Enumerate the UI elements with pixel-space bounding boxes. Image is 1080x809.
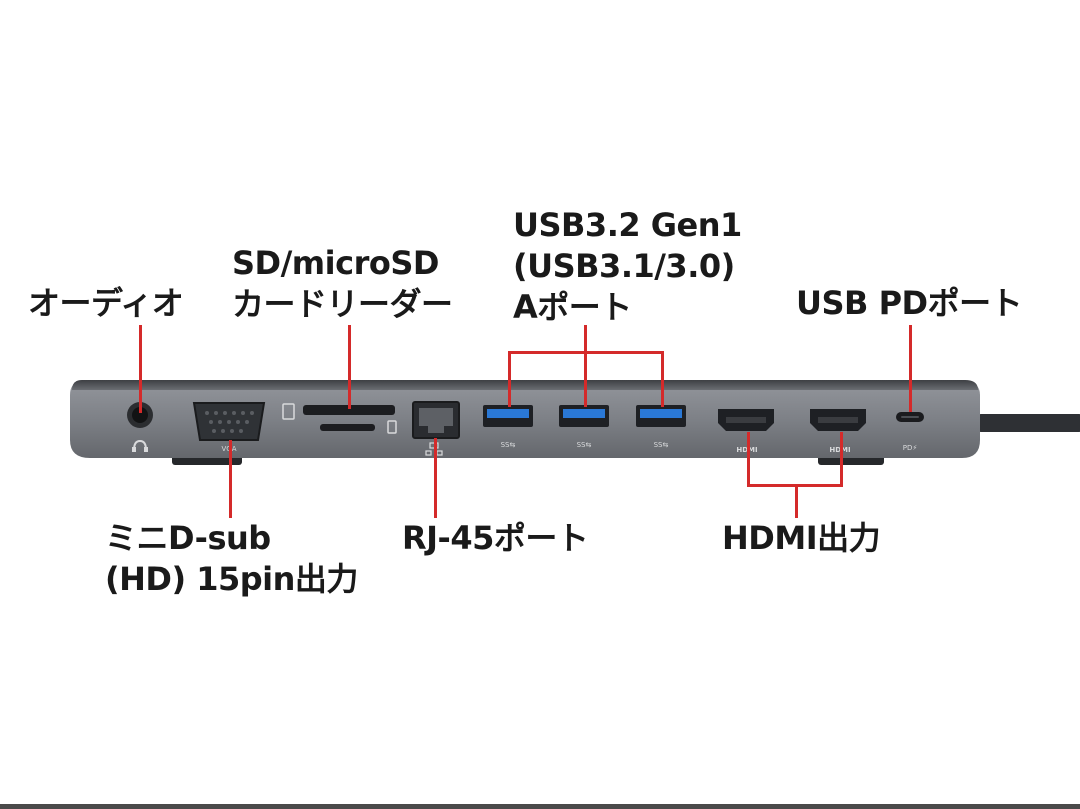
sd-card-slot — [303, 405, 395, 415]
callout-line-hdmi-stem — [795, 484, 798, 518]
callout-line-usb-3 — [661, 351, 664, 407]
bottom-border — [0, 804, 1080, 809]
label-hdmi-line1: HDMI出力 — [722, 519, 881, 557]
callout-line-card-reader — [348, 325, 351, 409]
callout-line-vga — [229, 440, 232, 518]
callout-line-usb-pd — [909, 325, 912, 412]
sd-card-icon — [282, 403, 295, 420]
usb-a-port-2-marking: SS⇆ — [577, 441, 592, 449]
usb-c-pd-port — [896, 412, 924, 422]
label-rj45-line1: RJ-45ポート — [402, 519, 589, 557]
headphone-icon — [132, 439, 148, 452]
callout-line-hdmi-1 — [747, 432, 750, 486]
audio-jack — [127, 402, 153, 428]
label-card-reader: SD/microSD カードリーダー — [232, 243, 453, 325]
label-usb-a-line2: (USB3.1/3.0) — [513, 247, 735, 285]
hdmi-port-1 — [718, 409, 774, 431]
usb-a-port-2 — [559, 405, 609, 427]
label-rj45: RJ-45ポート — [402, 518, 589, 559]
callout-line-rj45 — [434, 438, 437, 518]
usb-c-pd-marking: PD⚡ — [903, 444, 918, 452]
callout-line-usb-2 — [584, 351, 587, 407]
label-usb-a-line1: USB3.2 Gen1 — [513, 206, 742, 244]
rj45-port — [412, 401, 460, 439]
label-card-reader-line2: カードリーダー — [232, 285, 453, 323]
hub-top-edge — [72, 380, 978, 390]
microsd-card-slot — [320, 424, 375, 431]
label-usb-a-line3: Aポート — [513, 288, 632, 326]
usb-a-port-1-marking: SS⇆ — [501, 441, 516, 449]
label-audio: オーディオ — [28, 283, 184, 324]
label-usb-a: USB3.2 Gen1 (USB3.1/3.0) Aポート — [513, 205, 742, 328]
callout-line-audio — [139, 325, 142, 413]
label-hdmi: HDMI出力 — [722, 518, 881, 559]
callout-line-usb-1 — [508, 351, 511, 407]
label-usb-pd: USB PDポート — [796, 283, 1023, 324]
hdmi-port-2 — [810, 409, 866, 431]
label-usb-pd-line1: USB PDポート — [796, 284, 1023, 322]
usb-a-port-1 — [483, 405, 533, 427]
label-audio-line1: オーディオ — [28, 284, 184, 322]
callout-line-usb-stem — [584, 325, 587, 352]
usb-cable — [975, 414, 1080, 432]
label-vga: ミニD-sub (HD) 15pin出力 — [105, 518, 358, 600]
usb-a-port-3-marking: SS⇆ — [654, 441, 669, 449]
label-vga-line1: ミニD-sub — [105, 519, 271, 557]
usb-a-port-3 — [636, 405, 686, 427]
vga-port — [192, 402, 266, 441]
microsd-card-icon — [387, 420, 397, 434]
label-card-reader-line1: SD/microSD — [232, 244, 439, 282]
label-vga-line2: (HD) 15pin出力 — [105, 560, 358, 598]
callout-line-hdmi-2 — [840, 432, 843, 486]
